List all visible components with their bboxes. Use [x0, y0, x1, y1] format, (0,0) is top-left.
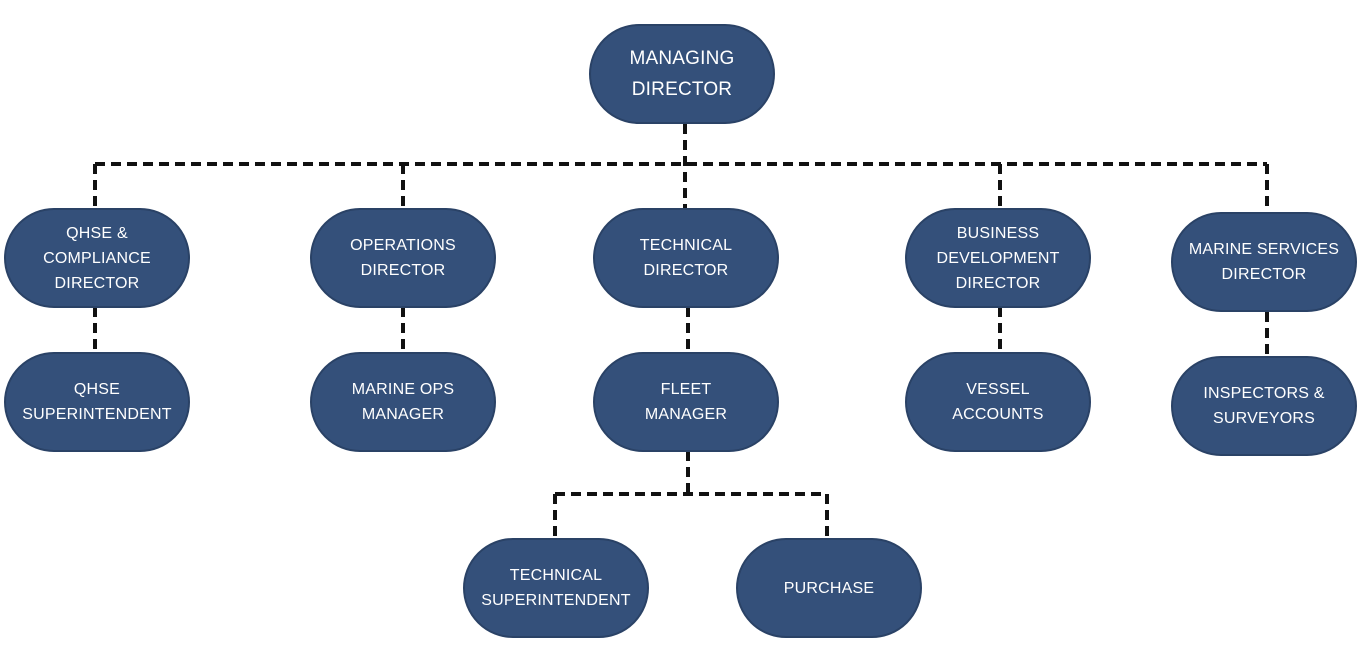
node-fleet-manager: FLEET MANAGER — [593, 352, 779, 452]
node-qhse-superintendent: QHSE SUPERINTENDENT — [4, 352, 190, 452]
node-label: TECHNICAL SUPERINTENDENT — [481, 567, 631, 609]
node-label: MARINE SERVICES DIRECTOR — [1188, 241, 1340, 283]
node-label: QHSE & COMPLIANCE DIRECTOR — [43, 224, 151, 292]
node-label: BUSINESS DEVELOPMENT DIRECTOR — [936, 224, 1060, 292]
node-label: MANAGING DIRECTOR — [629, 48, 735, 100]
node-label: QHSE SUPERINTENDENT — [22, 381, 172, 423]
node-technical-superintendent: TECHNICAL SUPERINTENDENT — [463, 538, 649, 638]
node-label: FLEET MANAGER — [644, 381, 728, 423]
node-label: VESSEL ACCOUNTS — [952, 381, 1044, 423]
node-marine-ops-manager: MARINE OPS MANAGER — [310, 352, 496, 452]
node-business-development-director: BUSINESS DEVELOPMENT DIRECTOR — [905, 208, 1091, 308]
node-vessel-accounts: VESSEL ACCOUNTS — [905, 352, 1091, 452]
node-operations-director: OPERATIONS DIRECTOR — [310, 208, 496, 308]
node-label: TECHNICAL DIRECTOR — [639, 237, 733, 279]
node-technical-director: TECHNICAL DIRECTOR — [593, 208, 779, 308]
node-label: INSPECTORS & SURVEYORS — [1203, 385, 1325, 427]
node-label: OPERATIONS DIRECTOR — [350, 237, 456, 279]
node-label: PURCHASE — [783, 579, 875, 597]
node-managing-director: MANAGING DIRECTOR — [589, 24, 775, 124]
node-inspectors-surveyors: INSPECTORS & SURVEYORS — [1171, 356, 1357, 456]
node-purchase: PURCHASE — [736, 538, 922, 638]
node-marine-services-director: MARINE SERVICES DIRECTOR — [1171, 212, 1357, 312]
node-qhse-compliance-director: QHSE & COMPLIANCE DIRECTOR — [4, 208, 190, 308]
node-label: MARINE OPS MANAGER — [351, 381, 455, 423]
